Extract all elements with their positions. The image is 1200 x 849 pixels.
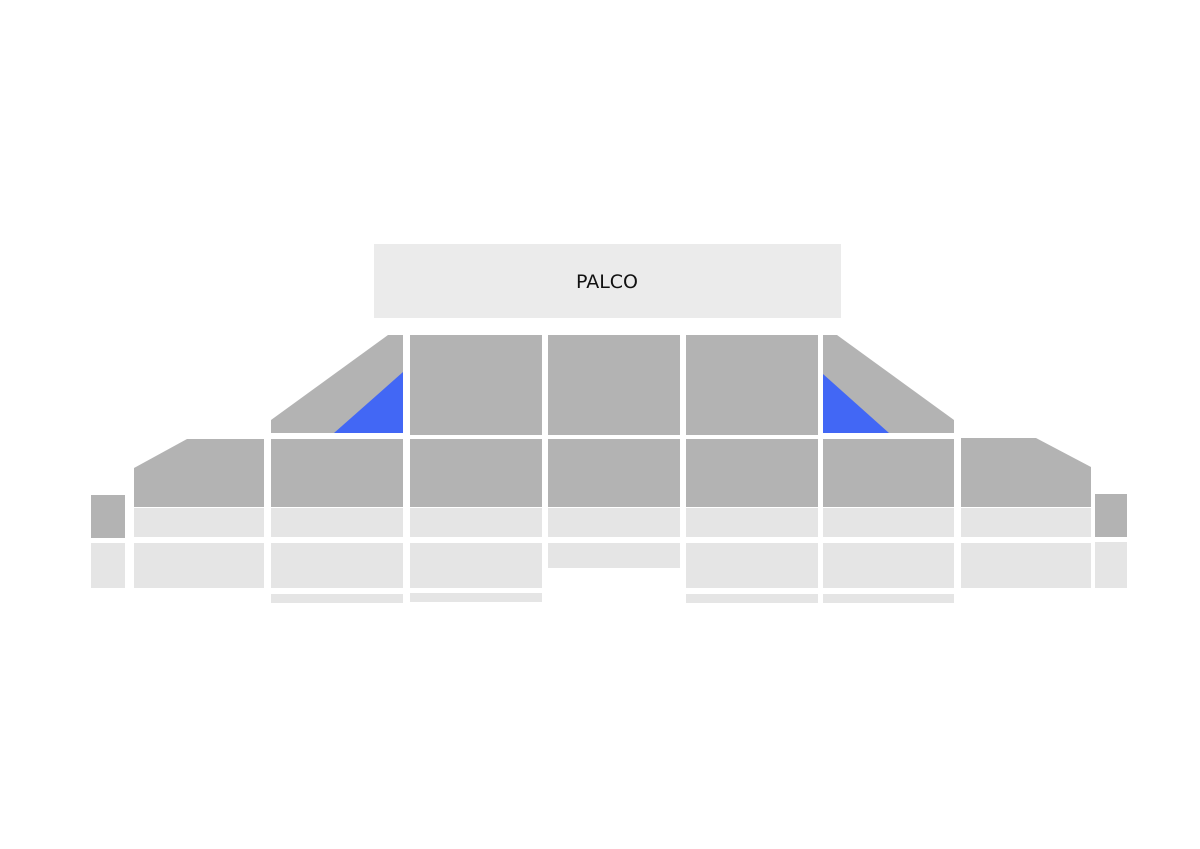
row-light-5-3[interactable] xyxy=(823,594,954,603)
row-light-2-3[interactable] xyxy=(410,593,542,602)
upper-tier xyxy=(271,335,954,435)
row-light-right-wing-2[interactable] xyxy=(961,543,1091,588)
row-light-5-2[interactable] xyxy=(823,543,954,588)
row-light-3-2[interactable] xyxy=(548,543,680,568)
stage-area xyxy=(374,244,841,318)
row-light-left-wing-1[interactable] xyxy=(134,508,264,537)
row-light-3-1[interactable] xyxy=(548,508,680,537)
row-light-4-3[interactable] xyxy=(686,594,818,603)
row-light-5-1[interactable] xyxy=(823,508,954,537)
section-middle-3[interactable] xyxy=(548,439,680,507)
section-upper-2[interactable] xyxy=(548,335,680,435)
section-upper-1[interactable] xyxy=(410,335,542,435)
section-middle-5[interactable] xyxy=(823,439,954,507)
row-light-1-1[interactable] xyxy=(271,508,403,537)
row-light-4-2[interactable] xyxy=(686,543,818,588)
row-light-4-1[interactable] xyxy=(686,508,818,537)
row-light-left-box-2[interactable] xyxy=(91,543,125,588)
middle-tier xyxy=(91,438,1127,538)
lower-tier xyxy=(91,508,1127,603)
section-middle-4[interactable] xyxy=(686,439,818,507)
section-upper-3[interactable] xyxy=(686,335,818,435)
section-middle-1[interactable] xyxy=(271,439,403,507)
section-right-upper-wedge-available[interactable] xyxy=(823,374,889,433)
stage: PALCO xyxy=(374,244,841,318)
section-right-box[interactable] xyxy=(1095,494,1127,537)
section-middle-2[interactable] xyxy=(410,439,542,507)
row-light-1-2[interactable] xyxy=(271,543,403,588)
row-light-1-3[interactable] xyxy=(271,594,403,603)
stage-label: PALCO xyxy=(576,271,638,293)
section-left-box[interactable] xyxy=(91,495,125,538)
section-right-wing[interactable] xyxy=(961,438,1091,507)
section-left-wing[interactable] xyxy=(134,439,264,507)
section-left-upper-wedge-available[interactable] xyxy=(334,372,403,433)
row-light-2-1[interactable] xyxy=(410,508,542,537)
row-light-2-2[interactable] xyxy=(410,543,542,588)
row-light-right-box-2[interactable] xyxy=(1095,542,1127,588)
row-light-right-wing-1[interactable] xyxy=(961,508,1091,537)
row-light-left-wing-2[interactable] xyxy=(134,543,264,588)
